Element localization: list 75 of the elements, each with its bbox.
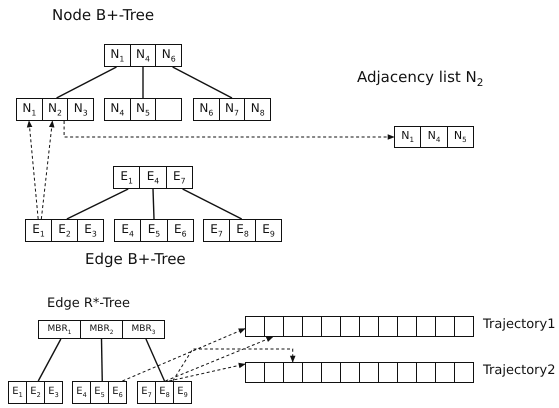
record-box xyxy=(114,219,194,242)
pointer-arrow xyxy=(172,348,296,382)
key-cell: E$_{4}$ xyxy=(72,382,90,403)
tree-link xyxy=(100,338,103,382)
key-cell: E$_{6}$ xyxy=(166,220,193,241)
key-cell: E$_{4}$ xyxy=(114,220,140,241)
key-cell: E$_{2}$ xyxy=(51,220,77,241)
structure-title: Edge B+-Tree xyxy=(85,250,186,268)
record-box xyxy=(72,381,127,404)
key-cell: E$_{1}$ xyxy=(8,382,26,403)
row-label: Trajectory2 xyxy=(483,363,556,378)
record-box xyxy=(394,126,474,148)
record-box xyxy=(193,98,271,121)
key-cell: E$_{7}$ xyxy=(203,220,229,241)
record-box xyxy=(203,219,282,242)
key-cell: MBR$_{1}$ xyxy=(38,321,80,338)
tree-link xyxy=(142,67,144,98)
record-box xyxy=(113,166,193,189)
structure-title: Node B+-Tree xyxy=(52,6,154,24)
key-cell: E$_{7}$ xyxy=(137,382,155,403)
tree-link xyxy=(38,338,62,382)
record-box xyxy=(38,320,165,339)
record-box xyxy=(8,381,63,404)
key-cell: N$_{1}$ xyxy=(394,127,420,147)
structure-title: Adjacency list N$_{2}$ xyxy=(357,68,484,89)
key-cell: N$_{2}$ xyxy=(42,99,68,120)
key-cell: MBR$_{2}$ xyxy=(80,321,122,338)
tree-link xyxy=(145,338,166,382)
key-cell: E$_{9}$ xyxy=(173,382,191,403)
pointer-arrow xyxy=(64,120,395,140)
key-cell: N$_{3}$ xyxy=(67,99,94,120)
tree-link xyxy=(182,188,242,220)
key-cell: N$_{6}$ xyxy=(155,45,182,66)
row-label: Trajectory1 xyxy=(483,317,556,332)
key-cell: E$_{8}$ xyxy=(155,382,173,403)
key-cell: E$_{1}$ xyxy=(113,167,140,188)
key-cell: N$_{1}$ xyxy=(104,45,130,66)
key-cell: MBR$_{3}$ xyxy=(122,321,164,338)
record-box xyxy=(104,98,182,121)
key-cell: E$_{8}$ xyxy=(229,220,255,241)
tree-link xyxy=(66,188,128,220)
record-box xyxy=(245,362,474,383)
key-cell: E$_{9}$ xyxy=(255,220,281,241)
record-box xyxy=(245,316,474,337)
key-cell: E$_{2}$ xyxy=(26,382,44,403)
key-cell: E$_{5}$ xyxy=(140,220,167,241)
record-box xyxy=(16,98,94,121)
key-cell: E$_{4}$ xyxy=(139,167,166,188)
structure-title: Edge R*-Tree xyxy=(47,296,130,311)
key-cell: N$_{5}$ xyxy=(130,99,156,120)
pointer-arrow xyxy=(122,328,246,382)
key-cell: N$_{4}$ xyxy=(104,99,130,120)
key-cell: E$_{7}$ xyxy=(166,167,192,188)
key-cell: N$_{6}$ xyxy=(193,99,219,120)
key-cell: N$_{4}$ xyxy=(130,45,156,66)
tree-link xyxy=(172,66,232,99)
pointer-arrow xyxy=(26,120,39,220)
key-cell: E$_{5}$ xyxy=(90,382,108,403)
key-cell: N$_{8}$ xyxy=(244,99,270,120)
key-cell: E$_{3}$ xyxy=(77,220,103,241)
record-box xyxy=(25,219,104,242)
key-cell: E$_{1}$ xyxy=(25,220,51,241)
pointer-arrow xyxy=(164,336,274,382)
record-box xyxy=(104,44,182,67)
key-cell: N$_{4}$ xyxy=(420,127,447,147)
pointer-arrow xyxy=(168,362,246,382)
key-cell: N$_{5}$ xyxy=(446,127,473,147)
tree-link xyxy=(56,66,117,99)
tree-link xyxy=(152,188,155,220)
key-cell: N$_{7}$ xyxy=(218,99,244,120)
key-cell: N$_{1}$ xyxy=(16,99,42,120)
key-cell: E$_{6}$ xyxy=(108,382,126,403)
key-cell: E$_{3}$ xyxy=(44,382,62,403)
pointer-arrow xyxy=(40,120,54,220)
record-box xyxy=(137,381,192,404)
